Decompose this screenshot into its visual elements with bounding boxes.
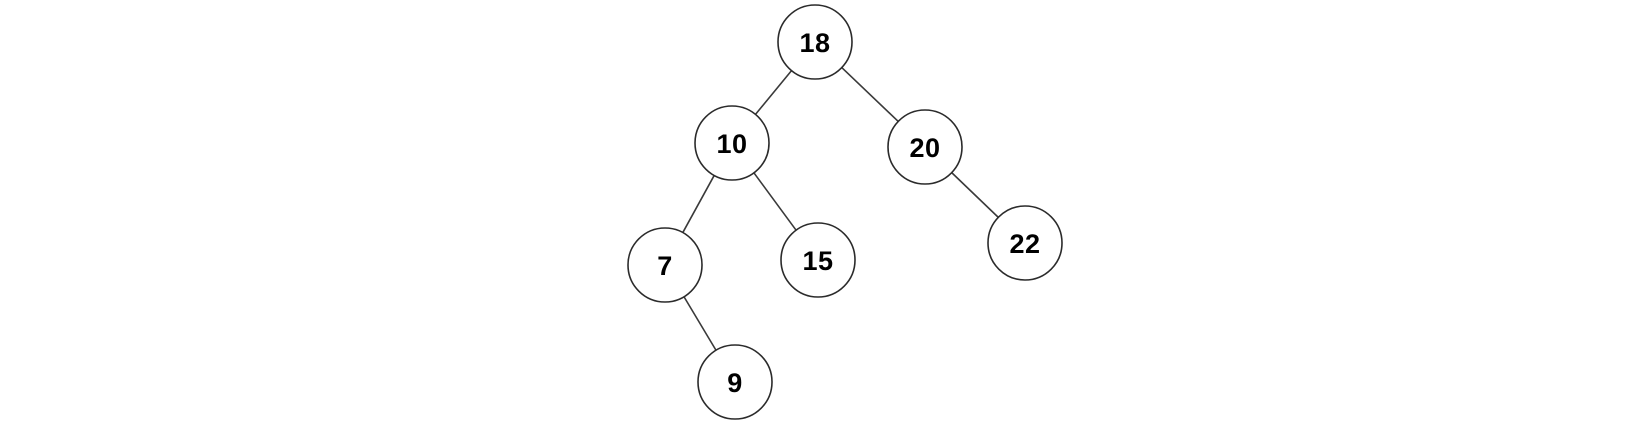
node-circle-18 bbox=[777, 4, 853, 80]
node-circle-22 bbox=[987, 205, 1063, 281]
tree-edge-18-to-10 bbox=[754, 69, 793, 116]
node-label-7: 7 bbox=[657, 251, 673, 281]
node-circle-7 bbox=[627, 227, 703, 303]
node-circle-10 bbox=[694, 105, 770, 181]
tree-edge-10-to-15 bbox=[753, 172, 797, 231]
tree-node-20[interactable]: 20 bbox=[887, 109, 963, 185]
node-layer: 18 10 20 7 15 22 9 bbox=[627, 4, 1063, 420]
tree-node-7[interactable]: 7 bbox=[627, 227, 703, 303]
node-label-20: 20 bbox=[909, 133, 940, 163]
tree-node-9[interactable]: 9 bbox=[697, 344, 773, 420]
tree-edge-10-to-7 bbox=[682, 174, 715, 234]
node-label-18: 18 bbox=[799, 28, 830, 58]
node-label-22: 22 bbox=[1009, 229, 1040, 259]
tree-edge-7-to-9 bbox=[683, 295, 717, 352]
node-circle-9 bbox=[697, 344, 773, 420]
tree-node-15[interactable]: 15 bbox=[780, 222, 856, 298]
tree-edge-18-to-20 bbox=[840, 66, 900, 123]
tree-node-22[interactable]: 22 bbox=[987, 205, 1063, 281]
node-label-9: 9 bbox=[727, 368, 743, 398]
tree-node-10[interactable]: 10 bbox=[694, 105, 770, 181]
node-circle-15 bbox=[780, 222, 856, 298]
node-label-10: 10 bbox=[716, 129, 747, 159]
tree-edge-20-to-22 bbox=[950, 171, 1000, 219]
node-circle-20 bbox=[887, 109, 963, 185]
node-label-15: 15 bbox=[802, 246, 833, 276]
tree-node-18[interactable]: 18 bbox=[777, 4, 853, 80]
edge-layer bbox=[682, 66, 1000, 352]
